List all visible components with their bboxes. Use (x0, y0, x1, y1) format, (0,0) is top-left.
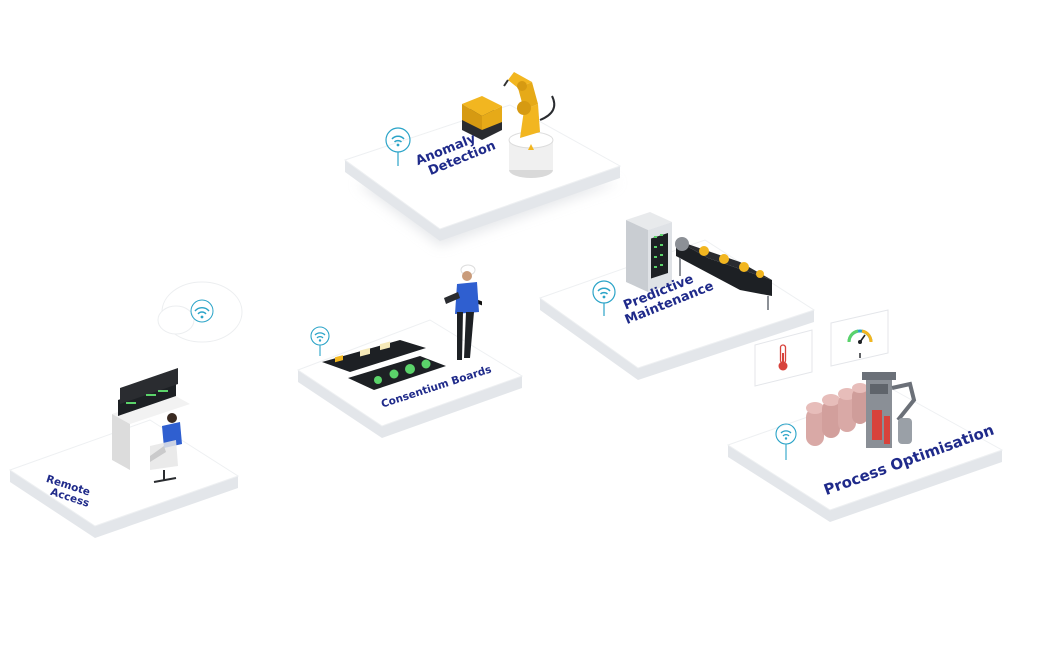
cloud-wifi-icon (157, 281, 243, 343)
control-board-bottom (348, 356, 446, 390)
gear-icon (699, 246, 764, 278)
worker-figure (444, 264, 479, 360)
platform-consentium-boards (296, 319, 524, 438)
wifi-icon (775, 423, 797, 460)
wifi-icon (592, 280, 616, 316)
gauge-icon (847, 329, 873, 358)
operator-figure (150, 413, 182, 483)
platform-anomaly-detection (343, 104, 622, 246)
gauge-tile (830, 309, 889, 367)
control-board-top (322, 340, 426, 372)
operator-desk (112, 368, 190, 470)
wifi-icon (310, 326, 330, 356)
storage-tanks (806, 383, 868, 446)
conveyor-belt (675, 237, 772, 310)
processing-plant (862, 372, 917, 448)
robot-arm (503, 72, 556, 178)
thermometer-icon (778, 344, 788, 371)
platform-remote-access (8, 419, 240, 538)
wifi-icon (385, 127, 411, 166)
server-rack (626, 212, 672, 292)
inspection-device (462, 96, 502, 306)
thermometer-tile (754, 329, 813, 387)
